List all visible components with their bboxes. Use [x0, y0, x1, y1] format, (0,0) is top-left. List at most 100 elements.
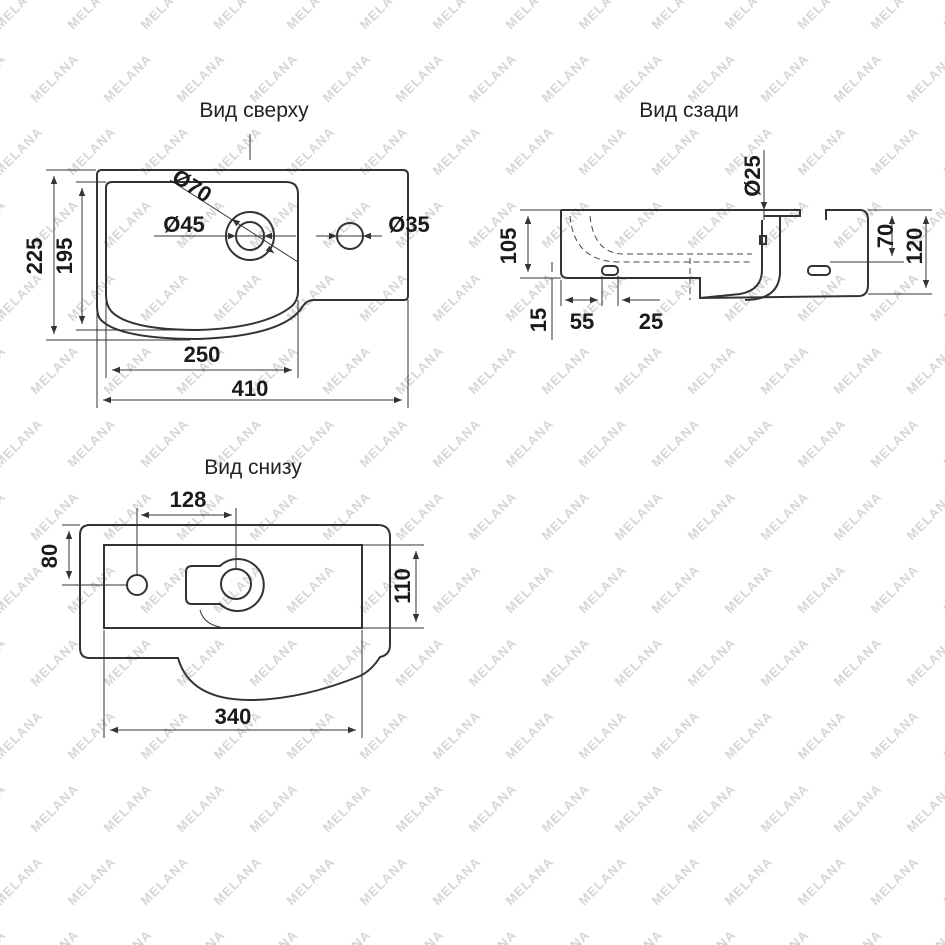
- bottom-view-title: Вид снизу: [204, 456, 302, 479]
- watermark-text: MELANA: [101, 781, 155, 835]
- watermark-text: MELANA: [612, 197, 666, 251]
- watermark-text: MELANA: [65, 854, 119, 908]
- watermark-text: MELANA: [685, 927, 739, 945]
- watermark-text: MELANA: [831, 343, 885, 397]
- watermark-text: MELANA: [65, 416, 119, 470]
- watermark-text: MELANA: [685, 343, 739, 397]
- watermark-text: MELANA: [685, 635, 739, 689]
- watermark-text: MELANA: [576, 124, 630, 178]
- dim-105: 105: [496, 228, 521, 265]
- watermark-text: MELANA: [466, 489, 520, 543]
- drain-pipe-inner: [744, 216, 781, 301]
- watermark-text: MELANA: [320, 781, 374, 835]
- watermark-text: MELANA: [211, 854, 265, 908]
- dim-340: 340: [215, 704, 252, 729]
- watermark-text: MELANA: [868, 0, 922, 32]
- watermark-text: MELANA: [393, 343, 447, 397]
- watermark-text: MELANA: [539, 635, 593, 689]
- watermark-text: MELANA: [722, 854, 776, 908]
- watermark-text: MELANA: [685, 489, 739, 543]
- watermark-text: MELANA: [393, 635, 447, 689]
- watermark-text: MELANA: [466, 781, 520, 835]
- watermark-text: MELANA: [539, 343, 593, 397]
- watermark-text: MELANA: [503, 562, 557, 616]
- watermark-text: MELANA: [503, 854, 557, 908]
- dim-dia35: Ø35: [388, 212, 430, 237]
- dim-80: 80: [37, 544, 62, 568]
- watermark-text: MELANA: [0, 489, 9, 543]
- watermark-text: MELANA: [430, 562, 484, 616]
- dim-250: 250: [184, 342, 221, 367]
- watermark-text: MELANA: [649, 0, 703, 32]
- top-view-title: Вид сверху: [199, 99, 309, 122]
- spout-tab: [764, 209, 801, 217]
- watermark-text: MELANA: [795, 562, 849, 616]
- watermark-text: MELANA: [576, 0, 630, 32]
- watermark-text: MELANA: [393, 489, 447, 543]
- watermark-text: MELANA: [28, 343, 82, 397]
- watermark-text: MELANA: [795, 124, 849, 178]
- watermark-text: MELANA: [247, 51, 301, 105]
- watermark-text: MELANA: [101, 635, 155, 689]
- dim-70: 70: [873, 224, 898, 248]
- watermark-text: MELANA: [101, 51, 155, 105]
- watermark-text: MELANA: [138, 270, 192, 324]
- watermark-text: MELANA: [539, 927, 593, 945]
- watermark-text: MELANA: [0, 708, 46, 762]
- dim-dia25: Ø25: [740, 155, 765, 197]
- watermark-text: MELANA: [685, 781, 739, 835]
- watermark-text: MELANA: [284, 854, 338, 908]
- watermark-text: MELANA: [357, 416, 411, 470]
- watermark-text: MELANA: [28, 635, 82, 689]
- watermark-text: MELANA: [612, 781, 666, 835]
- watermark-text: MELANA: [795, 416, 849, 470]
- watermark-text: MELANA: [503, 124, 557, 178]
- watermark-text: MELANA: [868, 270, 922, 324]
- watermark-text: MELANA: [320, 51, 374, 105]
- dim-128: 128: [170, 487, 207, 512]
- watermark-text: MELANA: [722, 708, 776, 762]
- watermark-text: MELANA: [831, 489, 885, 543]
- watermark-text: MELANA: [612, 51, 666, 105]
- watermark-text: MELANA: [722, 0, 776, 32]
- watermark-text: MELANA: [174, 927, 228, 945]
- watermark-text: MELANA: [941, 562, 945, 616]
- watermark-text: MELANA: [539, 781, 593, 835]
- watermark-text: MELANA: [138, 416, 192, 470]
- watermark-text: MELANA: [722, 562, 776, 616]
- watermark-text: MELANA: [612, 927, 666, 945]
- watermark-text: MELANA: [357, 854, 411, 908]
- watermark-text: MELANA: [466, 51, 520, 105]
- watermark-text: MELANA: [758, 489, 812, 543]
- watermark-text: MELANA: [138, 854, 192, 908]
- watermark-text: MELANA: [831, 635, 885, 689]
- mounting-plate: [103, 544, 363, 629]
- watermark-text: MELANA: [65, 270, 119, 324]
- watermark-text: MELANA: [430, 0, 484, 32]
- watermark-text: MELANA: [576, 708, 630, 762]
- watermark-text: MELANA: [357, 0, 411, 32]
- watermark-text: MELANA: [211, 0, 265, 32]
- watermark-text: MELANA: [65, 562, 119, 616]
- watermark-text: MELANA: [430, 708, 484, 762]
- dim-15: 15: [526, 308, 551, 332]
- bowl-hidden-line: [569, 215, 752, 263]
- watermark-text: MELANA: [174, 781, 228, 835]
- basin-outline-top: [96, 169, 409, 341]
- watermark-text: MELANA: [357, 708, 411, 762]
- mounting-hole: [807, 265, 831, 276]
- watermark-text: MELANA: [393, 927, 447, 945]
- watermark-text: MELANA: [430, 416, 484, 470]
- watermark-text: MELANA: [0, 124, 46, 178]
- watermark-text: MELANA: [0, 927, 9, 945]
- watermark-text: MELANA: [758, 927, 812, 945]
- watermark-text: MELANA: [65, 0, 119, 32]
- watermark-text: MELANA: [0, 854, 46, 908]
- watermark-text: MELANA: [722, 416, 776, 470]
- watermark-text: MELANA: [612, 343, 666, 397]
- watermark-text: MELANA: [0, 416, 46, 470]
- watermark-text: MELANA: [941, 854, 945, 908]
- basin-outline-back: [560, 209, 869, 300]
- watermark-text: MELANA: [831, 51, 885, 105]
- bowl-inner-top: [105, 181, 299, 332]
